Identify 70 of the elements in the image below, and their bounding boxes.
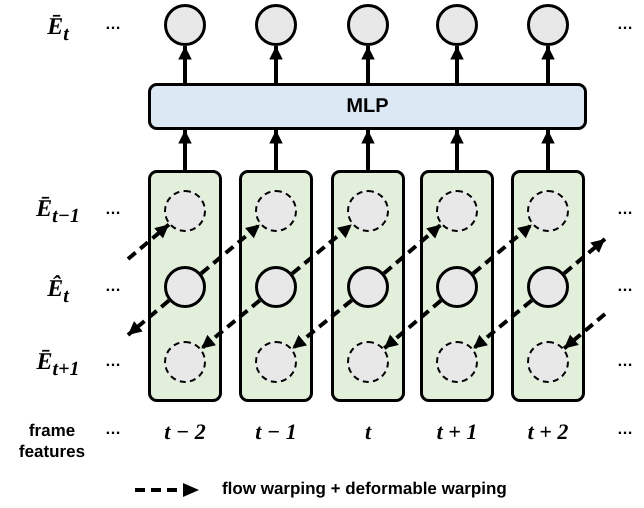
feature-node (436, 266, 478, 308)
warping-arrow (290, 222, 354, 276)
warped-feature-node (527, 341, 569, 383)
arrow (361, 130, 375, 170)
warping-arrow (562, 237, 606, 275)
arrow (450, 46, 464, 83)
arrow (269, 130, 283, 170)
feature-node (527, 266, 569, 308)
feature-node (347, 266, 389, 308)
frame-column-panel (148, 170, 222, 402)
warping-arrow (126, 299, 170, 337)
ellipsis: … (105, 278, 121, 296)
warped-feature-node (164, 190, 206, 232)
row-symbol-label: Ē$_{t}$ (47, 14, 69, 46)
output-node (527, 4, 569, 46)
ellipsis: … (617, 16, 633, 34)
warped-feature-node (347, 190, 389, 232)
arrow (541, 130, 555, 170)
ellipsis: … (105, 16, 121, 34)
time-step-label: t (364, 419, 372, 445)
output-node (255, 4, 297, 46)
mlp-box (148, 83, 587, 130)
ellipsis: … (105, 353, 121, 371)
warping-arrow (200, 298, 262, 350)
warped-feature-node (436, 190, 478, 232)
frame-column-panel (511, 170, 585, 402)
legend-text: flow warping + deformable warping (222, 479, 507, 499)
warping-arrow (291, 298, 353, 350)
output-node (164, 4, 206, 46)
block-label: MLP (346, 95, 389, 118)
feature-node (164, 266, 206, 308)
row-symbol-label: Ē$_{t−1}$ (36, 196, 80, 228)
warping-arrow (200, 222, 262, 276)
ellipsis: … (105, 421, 121, 439)
row-caption: frame features (18, 420, 86, 462)
ellipsis: … (617, 201, 633, 219)
time-step-label: t − 2 (164, 419, 206, 445)
ellipsis: … (617, 278, 633, 296)
warping-arrow (382, 299, 442, 350)
output-node (347, 4, 389, 46)
warping-arrow (562, 312, 606, 350)
arrow (541, 46, 555, 83)
output-node (436, 4, 478, 46)
warped-feature-node (255, 341, 297, 383)
time-step-label: t − 1 (255, 419, 297, 445)
warped-feature-node (255, 190, 297, 232)
warped-feature-node (347, 341, 389, 383)
arrow (450, 130, 464, 170)
warped-feature-node (164, 341, 206, 383)
feature-node (255, 266, 297, 308)
warping-arrow (472, 298, 534, 350)
arrow (178, 46, 192, 83)
warped-feature-node (436, 341, 478, 383)
warping-arrow (472, 222, 534, 276)
ellipsis: … (617, 353, 633, 371)
time-step-label: t + 2 (528, 419, 568, 445)
frame-column-panel (239, 170, 313, 402)
arrow (178, 130, 192, 170)
row-symbol-label: Ê$_{t}$ (47, 276, 69, 308)
frame-column-panel (331, 170, 405, 402)
ellipsis: … (617, 421, 633, 439)
warped-feature-node (527, 190, 569, 232)
warping-arrow (126, 223, 170, 261)
time-step-label: t + 1 (436, 419, 478, 445)
ellipsis: … (105, 201, 121, 219)
warping-arrow (382, 223, 442, 275)
row-symbol-label: Ē$_{t+1}$ (36, 349, 80, 381)
frame-column-panel (420, 170, 494, 402)
arrow (361, 46, 375, 83)
arrow (269, 46, 283, 83)
